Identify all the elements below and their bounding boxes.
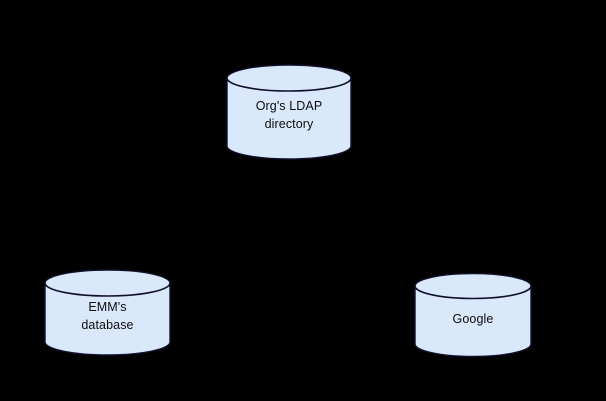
cylinder-shape-emm-database[interactable]: EMM's database [44, 269, 171, 356]
cylinder-icon [44, 269, 171, 356]
cylinder-shape-google[interactable]: Google [414, 273, 532, 357]
cylinder-icon [414, 273, 532, 357]
cylinder-shape-ldap-directory[interactable]: Org's LDAP directory [226, 64, 352, 160]
cylinder-icon [226, 64, 352, 160]
